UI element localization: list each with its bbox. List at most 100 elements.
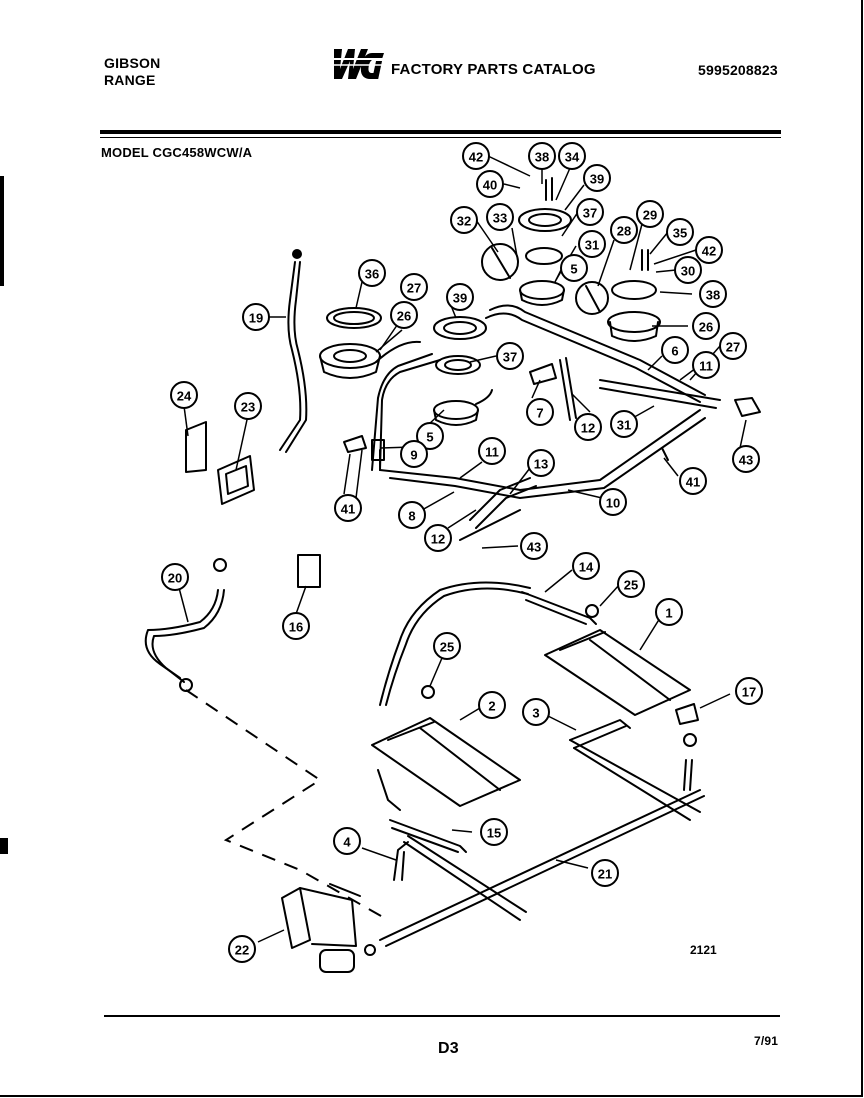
callout-label: 13 [534,457,548,472]
callout-bubble [400,273,428,301]
callout-label: 15 [487,826,501,841]
callout-bubble [610,410,638,438]
callout-label: 4 [343,835,351,850]
callout-bubble [416,422,444,450]
callout-bubble [496,342,524,370]
part-callout-41: 41 [679,467,707,495]
callout-bubble [578,230,606,258]
callout-label: 35 [673,226,687,241]
callout-label: 26 [397,309,411,324]
callout-label: 41 [341,502,355,517]
callout-bubble [572,552,600,580]
part-callout-25: 25 [433,632,461,660]
callout-label: 10 [606,496,620,511]
wci-logo-icon [330,49,386,79]
header-rule [100,130,781,134]
part-callout-27: 27 [719,332,747,360]
callout-bubble [661,336,689,364]
callout-bubble [450,206,478,234]
part-callout-11: 11 [478,437,506,465]
callout-bubble [161,563,189,591]
part-callout-7: 7 [526,398,554,426]
part-callout-13: 13 [527,449,555,477]
part-callout-27: 27 [400,273,428,301]
callout-bubble [520,532,548,560]
callout-bubble [334,494,362,522]
header-rule-thin [100,137,781,138]
scan-edge-mark [0,838,8,854]
part-callout-41: 41 [334,494,362,522]
callout-label: 29 [643,208,657,223]
callout-bubble [599,488,627,516]
part-callout-31: 31 [610,410,638,438]
callout-label: 11 [485,445,499,460]
callout-label: 38 [706,288,720,303]
callout-label: 9 [410,448,417,463]
footer-rule [104,1015,780,1017]
part-callout-26: 26 [692,312,720,340]
callout-bubble [692,351,720,379]
callout-label: 20 [168,571,182,586]
callout-label: 42 [469,150,483,165]
callout-bubble [617,570,645,598]
part-callout-15: 15 [480,818,508,846]
part-callout-9: 9 [400,440,428,468]
callout-label: 27 [407,281,421,296]
callout-bubble [674,256,702,284]
part-callout-40: 40 [476,170,504,198]
part-callout-34: 34 [558,142,586,170]
callout-bubble [558,142,586,170]
part-callout-19: 19 [242,303,270,331]
callout-label: 31 [585,238,599,253]
part-callout-38: 38 [699,280,727,308]
callout-bubble [610,216,638,244]
callout-label: 16 [289,620,303,635]
part-callout-31: 31 [578,230,606,258]
callout-bubble [666,218,694,246]
callout-label: 23 [241,400,255,415]
callout-label: 3 [532,706,539,721]
callout-bubble [398,501,426,529]
scan-edge-mark [0,176,4,286]
model-number: MODEL CGC458WCW/A [101,145,253,160]
part-callout-28: 28 [610,216,638,244]
callout-bubble [358,259,386,287]
part-callout-29: 29 [636,200,664,228]
callout-bubble [679,467,707,495]
callout-bubble [400,440,428,468]
callout-label: 38 [535,150,549,165]
callout-label: 6 [671,344,678,359]
callout-label: 12 [581,421,595,436]
callout-label: 2 [488,699,495,714]
callout-label: 25 [440,640,454,655]
callout-label: 5 [570,262,577,277]
part-callout-33: 33 [486,203,514,231]
catalog-title: FACTORY PARTS CATALOG [391,61,596,78]
callout-label: 31 [617,418,631,433]
part-callout-38: 38 [528,142,556,170]
part-callout-21: 21 [591,859,619,887]
part-number: 5995208823 [698,62,778,78]
callout-bubble [242,303,270,331]
callout-bubble [636,200,664,228]
callout-bubble [732,445,760,473]
callout-bubble [526,398,554,426]
part-callout-36: 36 [358,259,386,287]
callout-bubble [522,698,550,726]
drawing-number: 2121 [690,943,717,957]
part-callout-30: 30 [674,256,702,284]
callout-label: 22 [235,943,249,958]
product-type: RANGE [104,72,156,88]
callout-bubble [234,392,262,420]
callout-label: 42 [702,244,716,259]
part-callout-39: 39 [446,283,474,311]
callout-bubble [486,203,514,231]
callout-label: 36 [365,267,379,282]
callout-label: 24 [177,389,192,404]
part-callout-42: 42 [695,236,723,264]
callout-bubble [478,437,506,465]
callout-label: 37 [583,206,597,221]
callout-label: 11 [699,359,713,374]
